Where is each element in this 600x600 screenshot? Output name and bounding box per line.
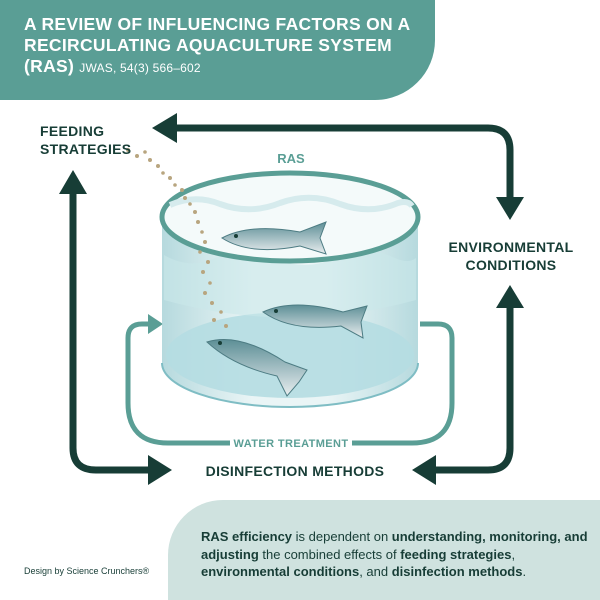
ras-label: RAS	[271, 151, 311, 166]
summary-bold-disinfection: disinfection methods	[391, 564, 523, 579]
tank-bottom-edge	[161, 362, 419, 408]
tank-label: RAS	[277, 151, 305, 166]
citation: JWAS, 54(3) 566–602	[79, 61, 201, 75]
fish-2	[262, 304, 368, 339]
summary-text-part: is dependent on	[292, 529, 392, 544]
summary-bold-understanding: understanding, monitoring, and adjusting	[201, 529, 588, 562]
disinfection-methods-label: DISINFECTION METHODS	[190, 462, 400, 480]
arrowhead-environmental-up	[496, 285, 524, 308]
title-text: A REVIEW OF INFLUENCING FACTORS ON A REC…	[24, 14, 410, 76]
arrowhead-feeding-up	[59, 170, 87, 194]
summary-text-part: ,	[511, 546, 516, 562]
summary-text-part: , and	[359, 564, 392, 579]
water-surface	[166, 312, 414, 398]
fish-1	[221, 221, 327, 255]
arrow-environmental-to-feeding	[175, 124, 514, 208]
arrowhead-environmental-down	[496, 197, 524, 220]
page-title: A REVIEW OF INFLUENCING FACTORS ON A REC…	[24, 14, 424, 79]
design-credit: Design by Science Crunchers®	[24, 566, 150, 576]
arrow-environmental-to-disinfection	[432, 305, 514, 474]
summary-text-part: .	[522, 564, 527, 579]
arrowhead-feeding	[152, 113, 177, 143]
summary-box: RAS efficiency is dependent on understan…	[168, 500, 600, 600]
cycle-arrows	[59, 113, 524, 485]
water-wave	[164, 251, 416, 318]
feeding-strategies-text: FEEDING STRATEGIES	[40, 123, 132, 157]
summary-bold-feeding: feeding strategies	[400, 546, 512, 562]
feeding-strategies-label: FEEDING STRATEGIES	[40, 122, 136, 158]
treatment-pipe-right	[352, 321, 455, 446]
summary-bold-ras-efficiency: RAS efficiency	[201, 529, 293, 544]
arrow-disinfection-to-feeding	[69, 190, 152, 474]
environmental-conditions-text: ENVIRONMENTAL CONDITIONS	[448, 239, 574, 273]
environmental-conditions-label: ENVIRONMENTAL CONDITIONS	[440, 238, 582, 274]
header-banner: A REVIEW OF INFLUENCING FACTORS ON A REC…	[0, 0, 435, 100]
water-treatment-loop	[125, 314, 455, 446]
arrowhead-disinfection-right	[412, 455, 436, 485]
feed-pellets	[126, 148, 228, 328]
water-treatment-label: WATER TREATMENT	[234, 438, 349, 450]
disinfection-methods-text: DISINFECTION METHODS	[205, 463, 385, 479]
treatment-pipe-left	[125, 321, 230, 446]
fish-3	[206, 339, 308, 397]
treatment-inlet-arrowhead	[148, 314, 163, 334]
summary-bold-environmental: environmental conditions	[201, 564, 360, 579]
arrowhead-disinfection-left	[148, 455, 172, 485]
rim-inner-wave	[168, 194, 415, 213]
summary-text-part: the combined effects of	[258, 546, 401, 562]
summary-text: RAS efficiency is dependent on understan…	[201, 528, 591, 581]
